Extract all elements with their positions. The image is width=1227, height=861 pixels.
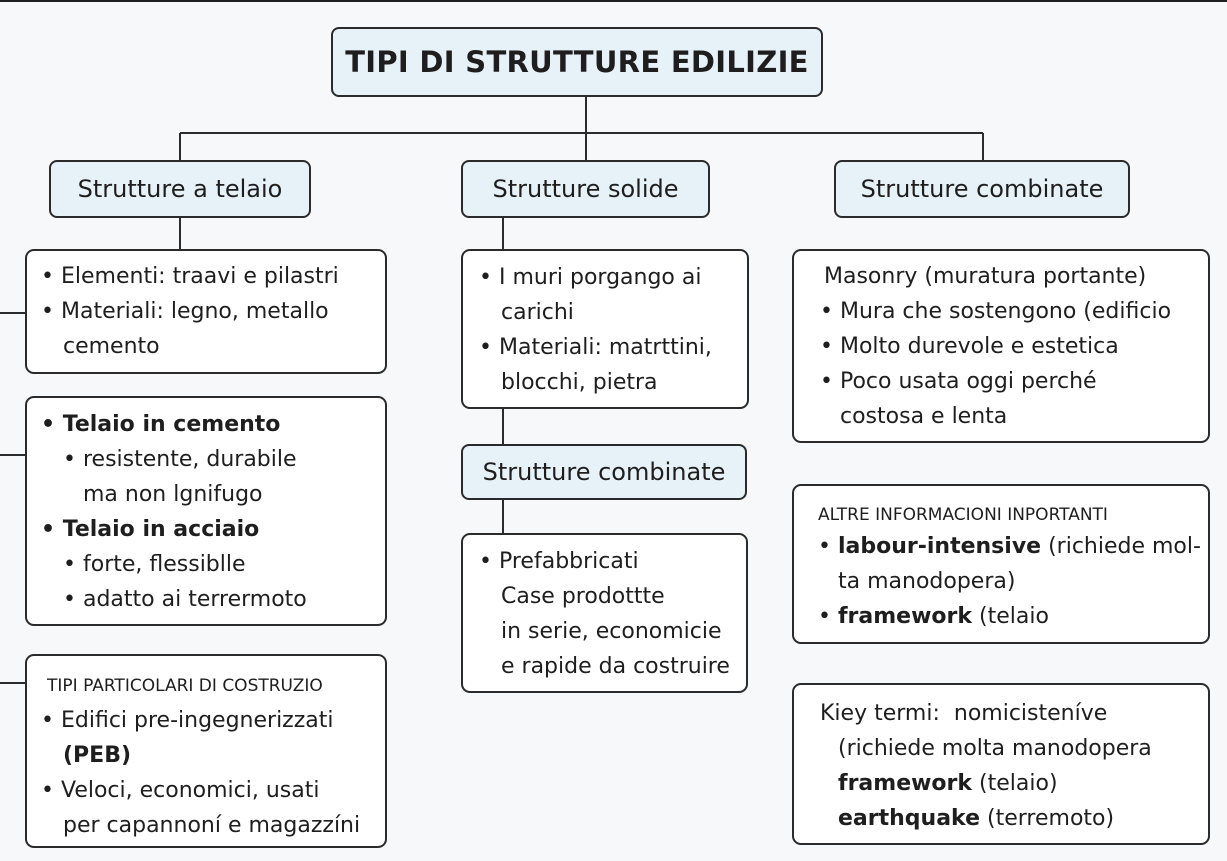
connector-left-spine: [0, 312, 25, 684]
list-item: • Elementi: traavi e pilastri: [41, 264, 339, 289]
list-item: • Molto durevole e estetica: [820, 334, 1119, 359]
special-types-box: TIPI PARTICOLARI DI COSTRUZIO • Edifici …: [25, 654, 387, 848]
sub-list-item: • adatto ai terrermoto: [63, 587, 307, 612]
sub-list-item: • resistente, durabile: [63, 447, 297, 472]
list-item-continued: (PEB): [63, 743, 132, 768]
list-item-continued: ta manodopera): [838, 569, 1016, 594]
prefabbricati-box: • Prefabbricati Case prodottte in serie,…: [461, 533, 748, 693]
list-item-continued: costosa e lenta: [840, 404, 1008, 429]
list-item-continued: e rapide da costruire: [501, 654, 730, 679]
list-item-continued: blocchi, pietra: [501, 370, 658, 395]
header-strutture-solide: Strutture solide: [461, 160, 710, 218]
key-term-line: framework (telaio): [838, 771, 1058, 796]
list-item: • Materiali: matrttini,: [479, 335, 712, 360]
masonry-title: Masonry (muratura portante): [824, 264, 1147, 289]
page-title: TIPI DI STRUTTURE EDILIZIE: [331, 27, 823, 97]
solide-box: • I muri porgango ai carichi • Materiali…: [461, 249, 749, 409]
list-item-continued: per capannoní e magazzíni: [63, 813, 361, 838]
list-item-continued: Case prodottte: [501, 584, 665, 609]
key-term-line: (richiede molta manodopera: [838, 736, 1152, 761]
list-item: • Materiali: legno, metallo: [41, 299, 329, 324]
list-item-continued: cemento: [63, 334, 160, 359]
list-item: • Telaio in cemento: [41, 412, 281, 437]
header-strutture-a-telaio: Strutture a telaio: [49, 160, 311, 218]
list-item: • Prefabbricati: [479, 549, 639, 574]
altre-info-box: ALTRE INFORMACIONI INPORTANTI • labour-i…: [792, 484, 1210, 644]
list-item: • Veloci, economici, usati: [41, 778, 320, 803]
list-item: • labour-intensive (richiede mol-: [818, 534, 1201, 559]
key-terms-box: Kiey termi: nomicisteníve (richiede molt…: [792, 683, 1210, 845]
list-item-continued: in serie, economicie: [501, 619, 722, 644]
masonry-box: Masonry (muratura portante) • Mura che s…: [792, 249, 1210, 443]
list-item-continued: carichi: [501, 300, 574, 325]
header-strutture-combinate: Strutture combinate: [834, 160, 1130, 218]
header-strutture-combinate-mid: Strutture combinate: [461, 444, 747, 500]
special-heading: TIPI PARTICOLARI DI COSTRUZIO: [47, 676, 323, 696]
sub-list-item-continued: ma non lgnifugo: [83, 482, 263, 507]
list-item: • framework (telaio: [818, 604, 1049, 629]
altre-heading: ALTRE INFORMACIONI INPORTANTI: [818, 505, 1108, 525]
list-item: • Mura che sostengono (edificio: [820, 299, 1172, 324]
list-item: • Telaio in acciaio: [41, 517, 260, 542]
telaio-basics-box: • Elementi: traavi e pilastri • Material…: [25, 249, 387, 374]
list-item: • Edifici pre-ingegnerizzati: [41, 708, 334, 733]
list-item: • I muri porgango ai: [479, 265, 702, 290]
key-term-line: earthquake (terremoto): [838, 806, 1115, 831]
key-terms-label: Kiey termi: nomicisteníve: [820, 701, 1108, 726]
telaio-types-box: • Telaio in cemento • resistente, durabi…: [25, 396, 387, 626]
list-item: • Poco usata oggi perché: [820, 369, 1097, 394]
top-border: [0, 0, 1227, 2]
sub-list-item: • forte, flessiblle: [63, 552, 246, 577]
